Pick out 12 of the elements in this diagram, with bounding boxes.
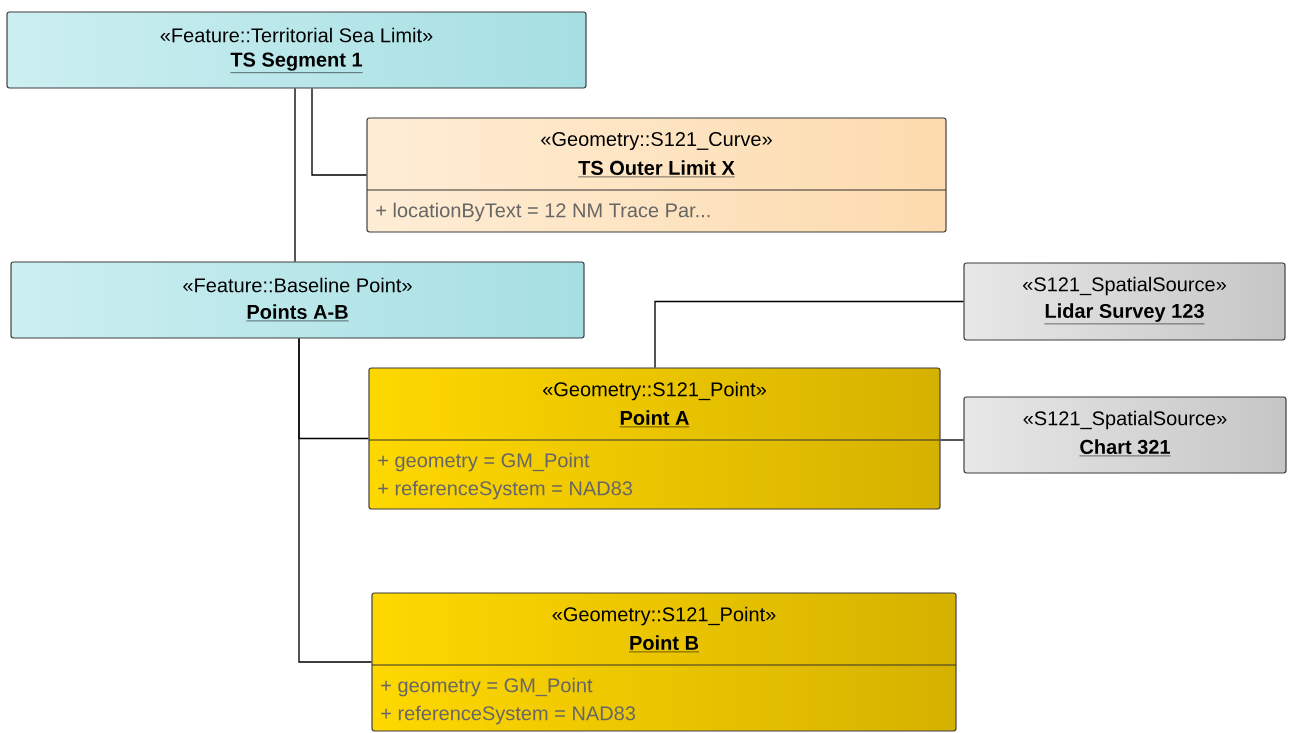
class-box: «Feature::Baseline Point» Points A-B [10, 261, 585, 339]
class-box: «Geometry::S121_Point» Point A + geometry = GM_Point + referenceSystem = NAD83 [368, 367, 941, 510]
connector-line [939, 439, 965, 441]
connector-line [311, 87, 368, 176]
class-box: «Geometry::S121_Point» Point B + geometry = GM_Point + referenceSystem = NAD83 [371, 592, 957, 732]
class-box: «Geometry::S121_Curve» TS Outer Limit X + locationByText = 12 NM Trace Par... [366, 117, 947, 233]
connector-line [654, 300, 965, 369]
connector-line [294, 87, 296, 263]
class-box: «Feature::Territorial Sea Limit» TS Segment 1 [6, 11, 587, 89]
class-box: «S121_SpatialSource» Chart 321 [963, 396, 1287, 474]
connector-line [298, 337, 373, 663]
class-box: «S121_SpatialSource» Lidar Survey 123 [963, 262, 1286, 341]
